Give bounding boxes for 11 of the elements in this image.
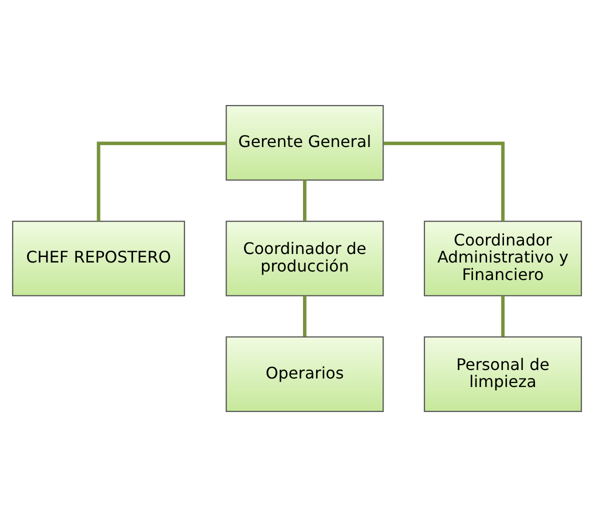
node-box: Coordinador de producción <box>226 220 384 296</box>
node-box: CHEF REPOSTERO <box>12 220 186 296</box>
connector <box>303 180 306 220</box>
node-box: Gerente General <box>226 104 384 180</box>
connector <box>384 141 505 221</box>
node-box: Personal de limpieza <box>424 336 582 412</box>
node-box: Coordinador Administrativo y Financiero <box>424 220 582 296</box>
connector <box>501 295 505 336</box>
node-box: Operarios <box>226 336 384 412</box>
connector <box>96 141 226 221</box>
connector <box>303 295 306 336</box>
